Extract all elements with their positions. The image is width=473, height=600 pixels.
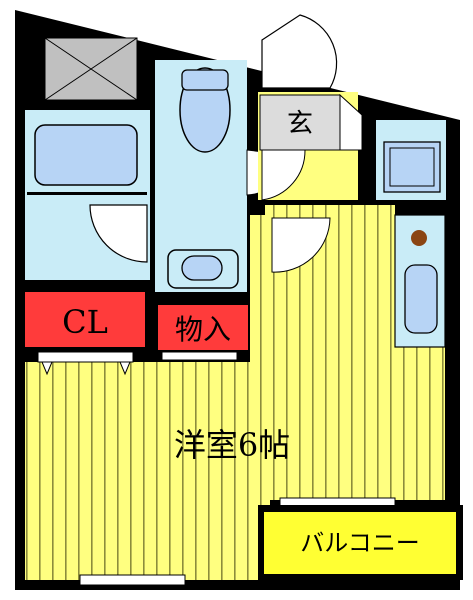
bath-door — [89, 204, 148, 263]
closet-doors — [37, 351, 238, 376]
balcony — [258, 505, 463, 580]
washer-space — [44, 37, 138, 101]
closet-label: CL — [62, 303, 108, 341]
entrance — [258, 14, 363, 201]
kitchen-counter — [394, 214, 446, 348]
balcony-label: バルコニー — [300, 529, 420, 557]
fridge-area — [376, 120, 446, 200]
balcony-window — [279, 497, 396, 507]
entrance-label: 玄 — [287, 109, 313, 139]
western-room-label: 洋室6帖 — [174, 426, 290, 464]
western-room — [25, 205, 445, 580]
bottom-window — [79, 574, 186, 586]
storage-label: 物入 — [175, 313, 231, 346]
storage — [158, 305, 248, 350]
room-door — [271, 217, 331, 273]
closet — [25, 292, 145, 347]
toilet-room — [155, 60, 247, 292]
